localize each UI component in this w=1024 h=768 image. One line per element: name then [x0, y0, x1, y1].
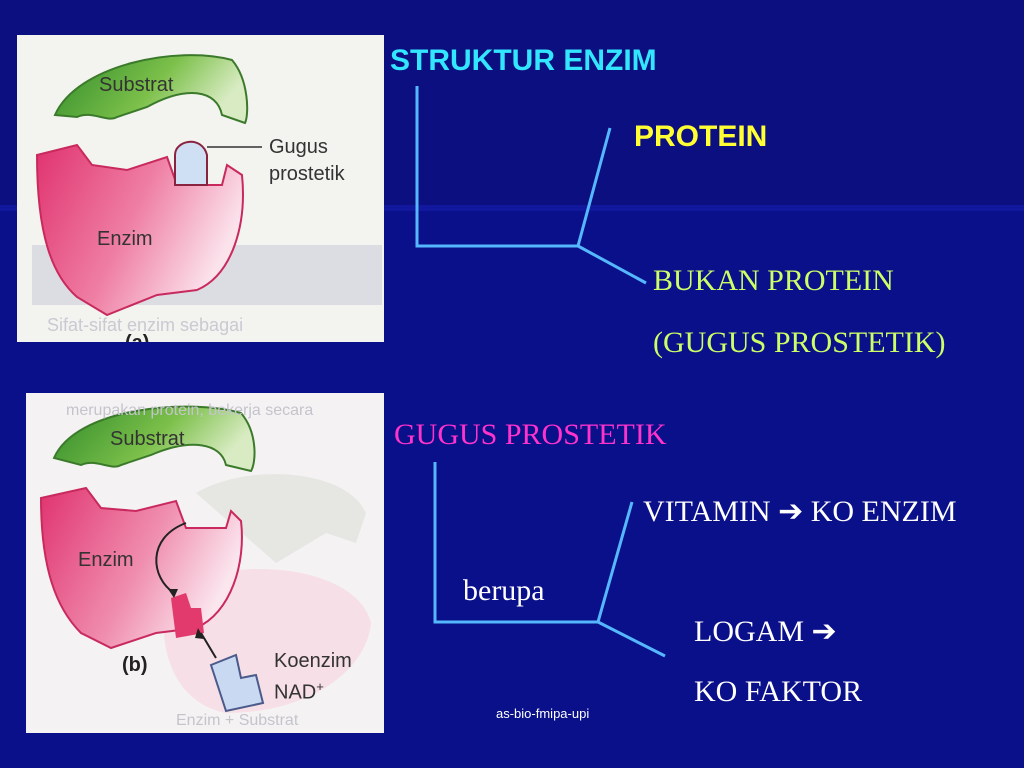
figure-b-illustration	[39, 405, 371, 713]
kofaktor-label: KO FAKTOR	[694, 675, 863, 708]
nad-text: NAD	[274, 681, 317, 704]
protein-branch	[576, 127, 612, 247]
curved-arrow-head	[168, 589, 178, 598]
figure-a-caption: (a)	[125, 331, 149, 342]
faded-background-text-b2: Enzim + Substrat	[176, 712, 299, 729]
protein-label: PROTEIN	[634, 120, 768, 153]
figure-a-illustration	[32, 54, 382, 317]
coenzyme-arrow	[200, 632, 217, 659]
berupa-label: berupa	[463, 574, 545, 607]
substrate-shape	[53, 54, 249, 125]
logam-label: LOGAM ➔	[694, 615, 837, 648]
faded-background-text-a: Sifat-sifat enzim sebagai	[47, 315, 244, 335]
figure-a-enzyme-prosthetic: Substrat Gugus prostetik Enzim Sifat-sif…	[17, 35, 384, 342]
enzim-label-b: Enzim	[78, 549, 134, 571]
gugus-bracket	[433, 462, 598, 624]
footer-credit: as-bio-fmipa-upi	[496, 706, 590, 721]
bukan-protein-label: BUKAN PROTEIN	[653, 264, 894, 297]
binding-site	[171, 593, 204, 638]
struktur-bracket	[415, 86, 578, 248]
substrat-label-b: Substrat	[110, 428, 185, 450]
gugus-prostetik-title: GUGUS PROSTETIK	[394, 418, 667, 451]
background-band	[0, 205, 1024, 211]
logam-branch	[597, 620, 666, 658]
vitamin-koenzim-label: VITAMIN ➔ KO ENZIM	[643, 495, 957, 528]
curved-arrow	[155, 522, 187, 594]
faded-substrate-ghost	[196, 474, 366, 563]
bukan-protein-branch	[577, 244, 647, 285]
gugus-prostetik-paren-label: (GUGUS PROSTETIK)	[653, 326, 946, 359]
prosthetic-group-shape	[174, 140, 208, 186]
substrate-shape-b	[52, 405, 256, 473]
nad-superscript: +	[316, 679, 324, 694]
coenzyme-arrow-head	[195, 628, 204, 639]
substrat-label-a: Substrat	[99, 74, 174, 96]
faded-background-text-b1: merupakan protein, bekerja secara	[66, 402, 314, 419]
enzim-label-a: Enzim	[97, 228, 153, 250]
coenzyme-nad-shape	[209, 653, 265, 713]
koenzim-label: Koenzim	[274, 650, 352, 672]
figure-b-caption: (b)	[122, 654, 148, 676]
nad-label: NAD+	[274, 675, 324, 705]
figure-b-enzyme-coenzyme: merupakan protein, bekerja secara Substr…	[26, 393, 384, 733]
gugus-label-line2: prostetik	[269, 163, 345, 185]
enzyme-shape	[35, 143, 244, 317]
struktur-enzim-title: STRUKTUR ENZIM	[390, 44, 657, 77]
gugus-label-line1: Gugus	[269, 136, 328, 158]
vitamin-branch	[596, 501, 634, 623]
